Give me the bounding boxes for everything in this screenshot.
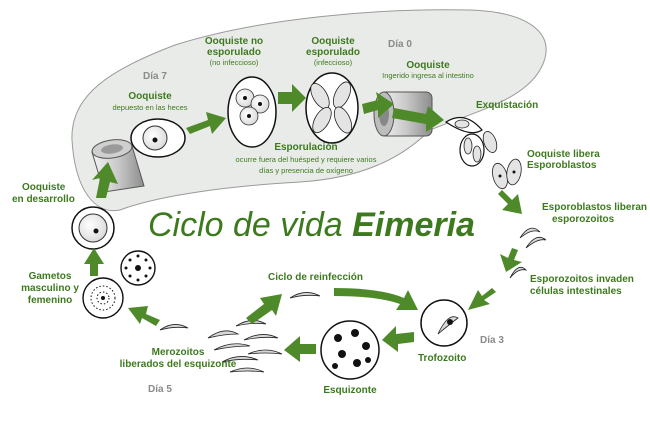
day-5-label: Día 5 [148, 384, 172, 395]
developing-oocyst-illustration [71, 206, 115, 250]
day-0-label: Día 0 [388, 39, 412, 50]
svg-text:Esporulación: Esporulación [274, 142, 337, 153]
sporoblasts-illustration [492, 158, 522, 190]
svg-text:células intestinales: células intestinales [530, 286, 622, 297]
arrow-invade-to-trophozoite [468, 288, 496, 310]
svg-text:masculino y: masculino y [21, 283, 79, 294]
excystation-label: Exquistación [476, 100, 538, 111]
svg-text:Esporoblastos: Esporoblastos [527, 160, 597, 171]
arrow-into-intestine [392, 106, 444, 132]
arrow-unsporulated-to-sporulated [278, 84, 306, 112]
arrow-reinfection-to-trophozoite [334, 288, 418, 310]
single-sporozoite-illustration [509, 266, 528, 279]
svg-text:Ingerido ingresa al intestino: Ingerido ingresa al intestino [382, 71, 474, 80]
svg-text:Ooquiste: Ooquiste [22, 182, 66, 193]
svg-text:(infeccioso): (infeccioso) [314, 58, 353, 67]
svg-text:Ooquiste libera: Ooquiste libera [527, 149, 600, 160]
trophozoite-label: Trofozoito [418, 353, 466, 364]
developing-oocyst-label: Ooquiste en desarrollo [12, 182, 75, 205]
svg-text:Esporozoitos invaden: Esporozoitos invaden [530, 274, 634, 285]
merozoites-illustration [207, 320, 283, 373]
svg-text:depuesto en las heces: depuesto en las heces [112, 103, 187, 112]
arrow-sporozoites-down [500, 248, 522, 272]
svg-text:esporulado: esporulado [306, 47, 360, 58]
arrow-excystation-down [498, 190, 522, 214]
arrow-developing-to-shed [92, 162, 118, 198]
reinfection-label: Ciclo de reinfección [268, 272, 363, 283]
svg-text:días y presencia de oxígeno: días y presencia de oxígeno [259, 166, 353, 175]
sporoblasts-release-label: Esporoblastos liberan esporozoitos [542, 202, 647, 225]
male-gamete-illustration [120, 250, 156, 286]
female-gamete-illustration [82, 277, 124, 319]
free-merozoite [159, 324, 189, 331]
svg-text:femenino: femenino [28, 295, 72, 306]
svg-text:en desarrollo: en desarrollo [12, 194, 75, 205]
svg-text:Ooquiste no: Ooquiste no [205, 36, 263, 47]
arrow-sporulated-to-ingested [362, 92, 394, 118]
svg-text:liberados del esquizonte: liberados del esquizonte [120, 359, 237, 370]
sporulated-oocyst-illustration [305, 72, 359, 144]
reinfection-merozoite [289, 292, 321, 299]
merozoites-label: Merozoitos liberados del esquizonte [120, 347, 237, 370]
day-7-label: Día 7 [143, 71, 167, 82]
cycle-arrows [84, 84, 522, 362]
svg-text:Ooquiste: Ooquiste [311, 36, 355, 47]
releases-sporoblasts-label: Ooquiste libera Esporoblastos [527, 149, 600, 171]
arrow-merozoites-to-gametes [128, 306, 160, 326]
svg-text:ocurre fuera del huésped y req: ocurre fuera del huésped y requiere vari… [236, 155, 377, 164]
svg-text:Gametos: Gametos [29, 271, 72, 282]
day-3-label: Día 3 [480, 335, 504, 346]
svg-text:esporulado: esporulado [207, 47, 261, 58]
trophozoite-illustration [420, 299, 468, 347]
sporulated-oocyst-label: Ooquiste esporulado (infeccioso) [306, 36, 360, 67]
oocyst-shed-label: Ooquiste depuesto en las heces [112, 91, 187, 112]
diagram-title: Ciclo de vida Eimeria [148, 206, 475, 244]
unsporulated-oocyst-illustration [227, 76, 277, 148]
unsporulated-oocyst-label: Ooquiste no esporulado (no infeccioso) [205, 36, 263, 67]
excystation-illustration [444, 116, 498, 167]
arrow-schizont-to-merozoites [284, 336, 316, 362]
gametes-label: Gametos masculino y femenino [21, 271, 79, 306]
ingested-oocyst-label: Ooquiste Ingerido ingresa al intestino [382, 60, 474, 80]
svg-text:Ooquiste: Ooquiste [406, 60, 450, 71]
arrow-trophozoite-to-schizont [382, 326, 414, 352]
schizont-label: Esquizonte [323, 385, 377, 396]
oocyst-shed-illustration [130, 118, 186, 158]
svg-text:Esporoblastos liberan: Esporoblastos liberan [542, 202, 647, 213]
sporozoites-invade-label: Esporozoitos invaden células intestinale… [530, 274, 634, 297]
arrow-shed-to-unsporulated [186, 112, 226, 134]
sporulation-note: Esporulación ocurre fuera del huésped y … [236, 142, 377, 175]
svg-text:esporozoitos: esporozoitos [552, 214, 615, 225]
svg-text:Merozoitos: Merozoitos [152, 347, 205, 358]
svg-text:(no infeccioso): (no infeccioso) [210, 58, 259, 67]
arrow-merozoites-to-reinfection [246, 294, 282, 324]
svg-text:Ooquiste: Ooquiste [128, 91, 172, 102]
arrow-gametes-to-developing [84, 248, 104, 276]
schizont-illustration [320, 320, 380, 380]
sporozoites-illustration [519, 227, 547, 249]
